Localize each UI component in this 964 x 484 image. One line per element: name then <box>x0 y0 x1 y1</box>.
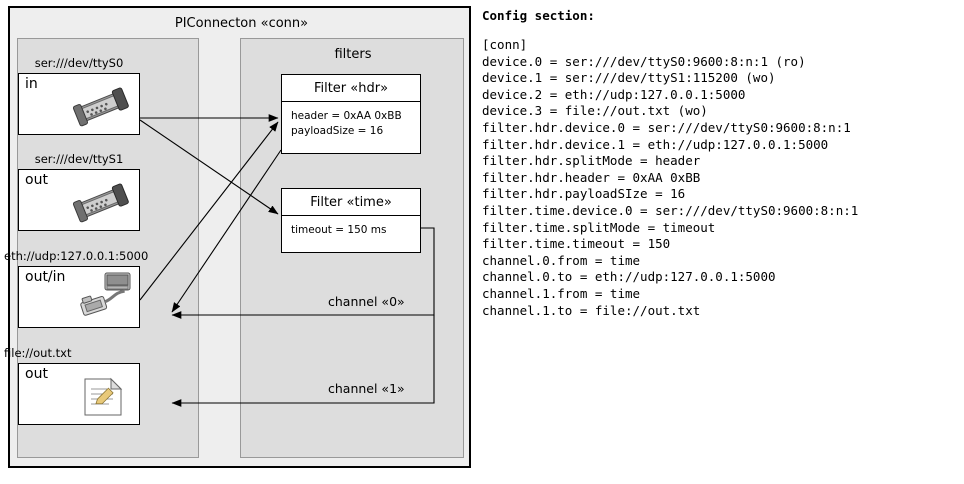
serial-port-icon <box>71 183 133 227</box>
endpoint-file-out[interactable]: file://out.txt out <box>4 346 140 425</box>
endpoint-serial-0[interactable]: ser:///dev/ttyS0 in <box>18 56 140 135</box>
filter-hdr-divider <box>282 101 420 102</box>
channel-1-label: channel «1» <box>328 381 405 396</box>
endpoint-serial-0-card[interactable]: in <box>18 73 140 135</box>
filter-hdr-box[interactable]: Filter «hdr» header = 0xAA 0xBB payloadS… <box>281 74 421 154</box>
filter-hdr-prop-header: header = 0xAA 0xBB <box>291 110 402 122</box>
config-panel: Config section: [conn] device.0 = ser://… <box>482 8 956 319</box>
endpoint-file-out-label: out <box>25 366 48 382</box>
filters-panel-title: filters <box>334 47 372 62</box>
filter-time-box[interactable]: Filter «time» timeout = 150 ms <box>281 188 421 253</box>
endpoint-serial-1[interactable]: ser:///dev/ttyS1 out <box>18 152 140 231</box>
filter-time-title: Filter «time» <box>310 195 392 210</box>
filter-hdr-title: Filter «hdr» <box>313 81 389 96</box>
endpoint-eth-udp-caption: eth://udp:127.0.0.1:5000 <box>4 249 149 263</box>
serial-port-icon <box>71 87 133 131</box>
endpoint-serial-1-caption: ser:///dev/ttyS1 <box>34 152 124 166</box>
endpoint-eth-udp-card[interactable]: out/in <box>18 266 140 328</box>
endpoint-serial-0-caption: ser:///dev/ttyS0 <box>34 56 124 70</box>
connector-box-title: PIConnecton «conn» <box>174 16 309 31</box>
endpoint-file-out-card[interactable]: out <box>18 363 140 425</box>
endpoint-serial-0-label: in <box>25 76 38 92</box>
endpoint-eth-udp[interactable]: eth://udp:127.0.0.1:5000 out/in <box>4 249 148 328</box>
filter-time-prop-timeout: timeout = 150 ms <box>291 224 387 236</box>
endpoint-serial-1-card[interactable]: out <box>18 169 140 231</box>
config-text: [conn] device.0 = ser:///dev/ttyS0:9600:… <box>482 37 859 318</box>
filter-hdr-prop-payloadsize: payloadSize = 16 <box>291 125 384 137</box>
network-cable-icon <box>75 284 133 324</box>
endpoint-serial-1-label: out <box>25 172 48 188</box>
endpoint-file-out-caption: file://out.txt <box>4 346 72 360</box>
config-heading: Config section: <box>482 8 595 23</box>
network-plug-icon <box>101 269 135 299</box>
text-file-icon <box>77 375 133 421</box>
filter-time-divider <box>282 215 420 216</box>
channel-0-label: channel «0» <box>328 294 405 309</box>
endpoint-eth-udp-label: out/in <box>25 269 66 285</box>
